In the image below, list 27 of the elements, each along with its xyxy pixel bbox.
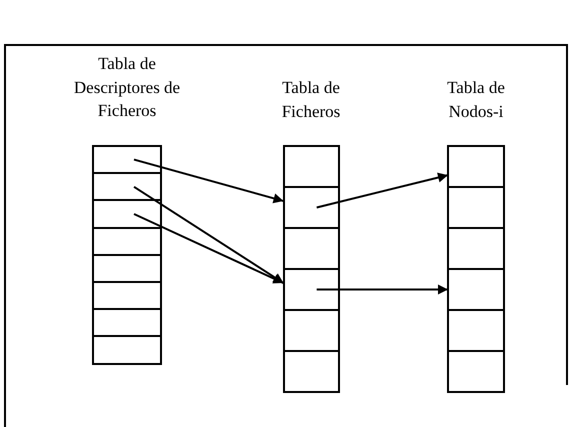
table-cell <box>92 145 162 174</box>
table-cell <box>447 268 505 311</box>
arrow <box>134 213 284 284</box>
table-cell <box>92 281 162 310</box>
table-cell <box>447 350 505 393</box>
table-cell <box>92 308 162 338</box>
table-cell <box>447 309 505 352</box>
table-heading: Tabla de Nodos-i <box>446 77 506 122</box>
table-cell <box>92 226 162 256</box>
table-heading: Tabla de Descriptores de Ficheros <box>72 53 182 122</box>
table-cell <box>282 186 340 229</box>
table-cell <box>447 227 505 270</box>
arrow <box>134 158 284 204</box>
table-cell <box>282 350 340 393</box>
table-cell <box>92 172 162 202</box>
table-heading: Tabla de Ficheros <box>280 77 342 122</box>
table-cell <box>282 309 340 352</box>
table-cell <box>447 145 505 188</box>
arrow <box>316 172 448 208</box>
table-cell <box>282 268 340 311</box>
table-cell <box>282 145 340 188</box>
table-cell <box>92 254 162 283</box>
arrow <box>133 186 284 284</box>
table-cell <box>92 335 162 365</box>
table-cell <box>447 186 505 229</box>
table-cell <box>282 227 340 270</box>
arrow <box>316 284 448 294</box>
